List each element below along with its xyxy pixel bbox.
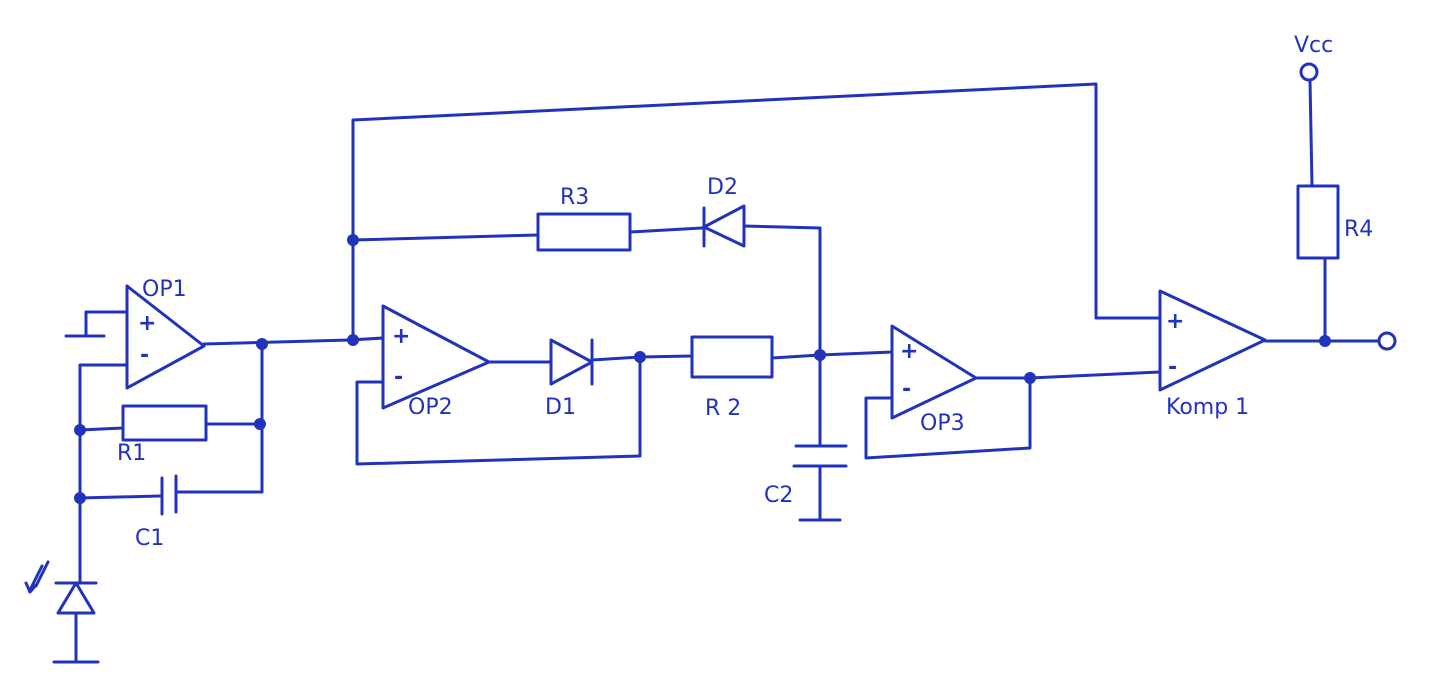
r3-resistor: R3 [351, 185, 704, 252]
op1-plus-pin: + [138, 311, 156, 336]
op3-label: OP3 [920, 411, 965, 436]
d2-label: D2 [707, 175, 738, 200]
c1-capacitor: C1 [78, 342, 264, 551]
op3-input-wire [818, 350, 894, 357]
top-feedback-wire [351, 82, 1162, 342]
op2-feedback-wire [355, 355, 642, 466]
komp1-plus-pin: + [1166, 309, 1184, 334]
r4-resistor: R4 [1296, 78, 1373, 343]
r4-label: R4 [1344, 217, 1373, 242]
komp1-label: Komp 1 [1166, 395, 1249, 420]
node-r3-left [347, 234, 359, 246]
c2-capacitor: C2 [764, 226, 848, 522]
op3-amplifier: + - OP3 [890, 324, 978, 436]
komp1-minus-pin: - [1168, 355, 1177, 380]
op1-label: OP1 [142, 277, 187, 302]
op1-minus-pin: - [140, 343, 149, 368]
node-op1-output [256, 338, 268, 350]
comparator-minus-wire [1028, 370, 1162, 380]
op1-inverting-wire [78, 363, 129, 585]
op3-plus-pin: + [900, 339, 918, 364]
r3-label: R3 [560, 185, 589, 210]
r2-resistor: R 2 [638, 335, 822, 421]
op3-feedback-wire [864, 376, 1032, 460]
node-r1-right [254, 418, 266, 430]
op2-minus-pin: - [394, 365, 403, 390]
op1-amplifier: + - OP1 [125, 277, 206, 390]
op2-amplifier: + - OP2 [381, 304, 491, 420]
r1-resistor: R1 [78, 404, 262, 466]
d1-diode: D1 [545, 338, 642, 420]
op2-plus-pin: + [392, 324, 410, 349]
komp1-comparator: + - Komp 1 [1158, 289, 1267, 420]
node-c1-left [74, 492, 86, 504]
photodiode [24, 560, 100, 664]
vcc-label: Vcc [1294, 33, 1333, 58]
node-op2-plus [347, 334, 359, 346]
r2-label: R 2 [705, 396, 741, 421]
vcc-terminal [1299, 62, 1319, 82]
op3-minus-pin: - [902, 377, 911, 402]
c2-label: C2 [764, 483, 793, 508]
node-r1-left [74, 424, 86, 436]
c1-label: C1 [135, 526, 164, 551]
d2-diode: D2 [702, 175, 822, 248]
op2-label: OP2 [408, 395, 453, 420]
op1-output-wire [202, 338, 352, 346]
d1-label: D1 [545, 395, 576, 420]
r1-label: R1 [117, 441, 146, 466]
op1-ground [64, 310, 129, 338]
output-terminal [1377, 331, 1397, 351]
